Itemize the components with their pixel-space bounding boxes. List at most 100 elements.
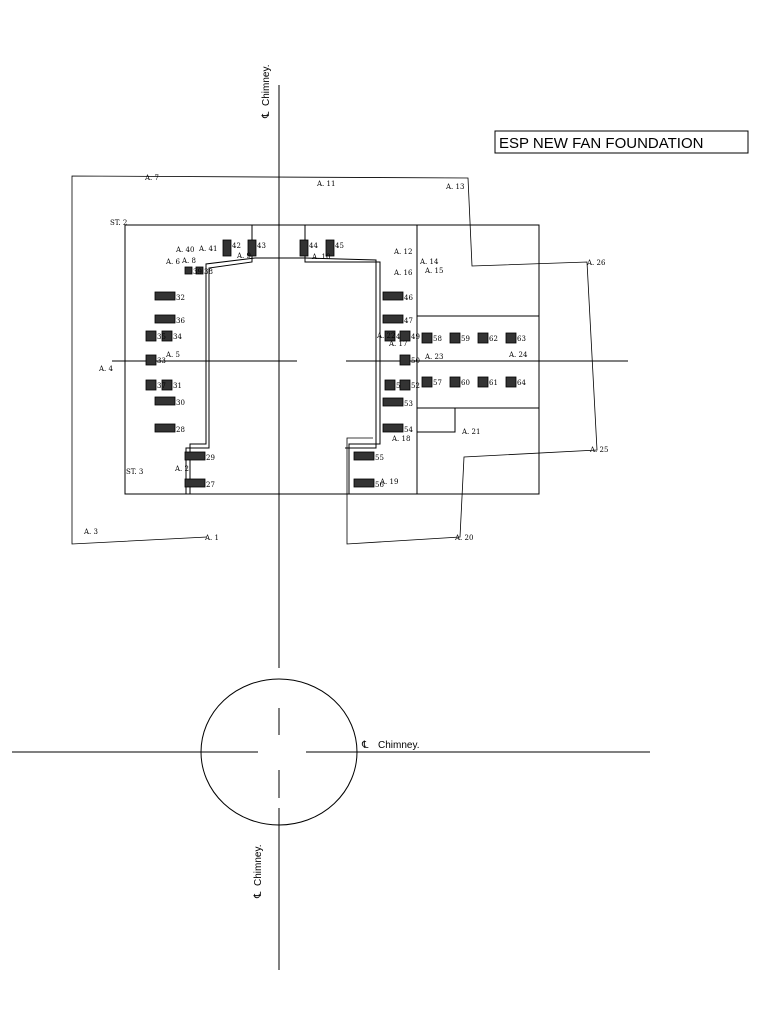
area-label: A. 16 [393, 269, 413, 277]
pile-label-49: 49 [411, 333, 420, 341]
pile-60 [449, 376, 461, 388]
area-label: A. 9 [236, 252, 251, 260]
pile-label-47: 47 [404, 317, 413, 325]
cl-symbol: ℄ [361, 740, 369, 751]
area-label: A. 4 [98, 365, 114, 373]
pile-label-32: 32 [176, 294, 185, 302]
pile-62 [477, 332, 489, 344]
cl-label-right: ℄ Chimney. [361, 740, 420, 751]
cl-label-bottom: ℄ Chimney. [253, 845, 264, 900]
area-label: A. 2 [174, 465, 189, 473]
pile-label-34: 34 [173, 333, 182, 341]
station-label-st2: ST. 2 [110, 219, 127, 227]
pile-56 [353, 478, 375, 488]
area-label: A. 3 [83, 528, 98, 536]
pile-label-37: 37 [157, 382, 166, 390]
area-label: A. 26 [586, 259, 606, 267]
pile-label-60: 60 [461, 379, 470, 387]
pile-label-59: 59 [461, 335, 470, 343]
pile-37 [145, 379, 157, 391]
area-label: A. 10 [311, 253, 330, 261]
pile-45 [325, 239, 335, 257]
svg-text:Chimney.: Chimney. [261, 65, 272, 107]
area-label: A. 23 [424, 353, 443, 361]
pile-label-29: 29 [206, 454, 215, 462]
area-label: A. 21 [461, 428, 480, 436]
pile-label-36: 36 [176, 317, 185, 325]
pile-label-57: 57 [433, 379, 442, 387]
partitions [416, 225, 539, 494]
area-label: A. 11 [316, 180, 335, 188]
svg-text:Chimney.: Chimney. [378, 740, 420, 751]
pile-53 [382, 397, 404, 407]
cl-label-top: ℄ Chimney. [261, 65, 272, 120]
area-label: A. 6 [165, 258, 181, 266]
pile-label-56: 56 [375, 481, 384, 489]
area-label: A. 22 [376, 332, 395, 340]
area-label: A. 18 [391, 435, 410, 443]
pile-label-39: 39 [193, 268, 202, 276]
pile-27 [184, 478, 206, 488]
pile-57 [421, 376, 433, 388]
area-label: A. 41 [198, 245, 217, 253]
area-label: A. 15 [424, 267, 443, 275]
pile-63 [505, 332, 517, 344]
pile-label-54: 54 [404, 426, 413, 434]
title-block: ESP NEW FAN FOUNDATION [494, 130, 749, 154]
pile-label-45: 45 [335, 242, 344, 250]
pile-38 [195, 266, 204, 275]
chimney-circle [200, 678, 358, 826]
pile-label-35: 35 [157, 333, 166, 341]
area-label: A. 5 [165, 351, 180, 359]
cl-symbol: ℄ [253, 891, 264, 899]
pile-34 [161, 330, 173, 342]
pile-43 [247, 239, 257, 257]
pile-49 [399, 330, 411, 342]
area-label: A. 25 [589, 446, 608, 454]
pile-42 [222, 239, 232, 257]
pile-32 [154, 291, 176, 301]
pile-52 [399, 379, 411, 391]
area-label: A. 1 [204, 534, 219, 542]
pile-54 [382, 423, 404, 433]
area-label: A. 19 [379, 478, 398, 486]
inner-opening [185, 225, 381, 494]
pile-31 [161, 379, 173, 391]
pile-label-30: 30 [176, 399, 185, 407]
pile-55 [353, 451, 375, 461]
pile-28 [154, 423, 176, 433]
pile-30 [154, 396, 176, 406]
area-label: A. 20 [454, 534, 473, 542]
pile-61 [477, 376, 489, 388]
pile-label-61: 61 [489, 379, 498, 387]
cl-symbol: ℄ [261, 111, 272, 119]
pile-48 [384, 330, 396, 342]
area-label: A. 13 [445, 183, 464, 191]
area-label: A. 17 [388, 340, 407, 348]
area-label: A. 14 [419, 258, 439, 266]
pile-label-62: 62 [489, 335, 498, 343]
pile-label-55: 55 [375, 454, 384, 462]
pile-label-43: 43 [257, 242, 266, 250]
title: ESP NEW FAN FOUNDATION [499, 135, 703, 152]
pile-label-53: 53 [404, 400, 413, 408]
pile-33 [145, 354, 157, 366]
pile-64 [505, 376, 517, 388]
pile-label-64: 64 [517, 379, 526, 387]
pile-36 [154, 314, 176, 324]
area-label: A. 24 [508, 351, 528, 359]
area-labels: A. 1 A. 2 A. 3 A. 4 A. 5 A. 6 A. 7 A. 8 … [83, 174, 608, 542]
pile-label-33: 33 [157, 357, 166, 365]
pile-label-31: 31 [173, 382, 182, 390]
pile-label-42: 42 [232, 242, 241, 250]
pile-51 [384, 379, 396, 391]
area-label: A. 12 [393, 248, 412, 256]
pile-label-52: 52 [411, 382, 420, 390]
pile-label-28: 28 [176, 426, 185, 434]
pile-44 [299, 239, 309, 257]
pile-59 [449, 332, 461, 344]
pile-58 [421, 332, 433, 344]
area-label: A. 40 [175, 246, 194, 254]
survey-boundary [71, 175, 598, 545]
pile-29 [184, 451, 206, 461]
